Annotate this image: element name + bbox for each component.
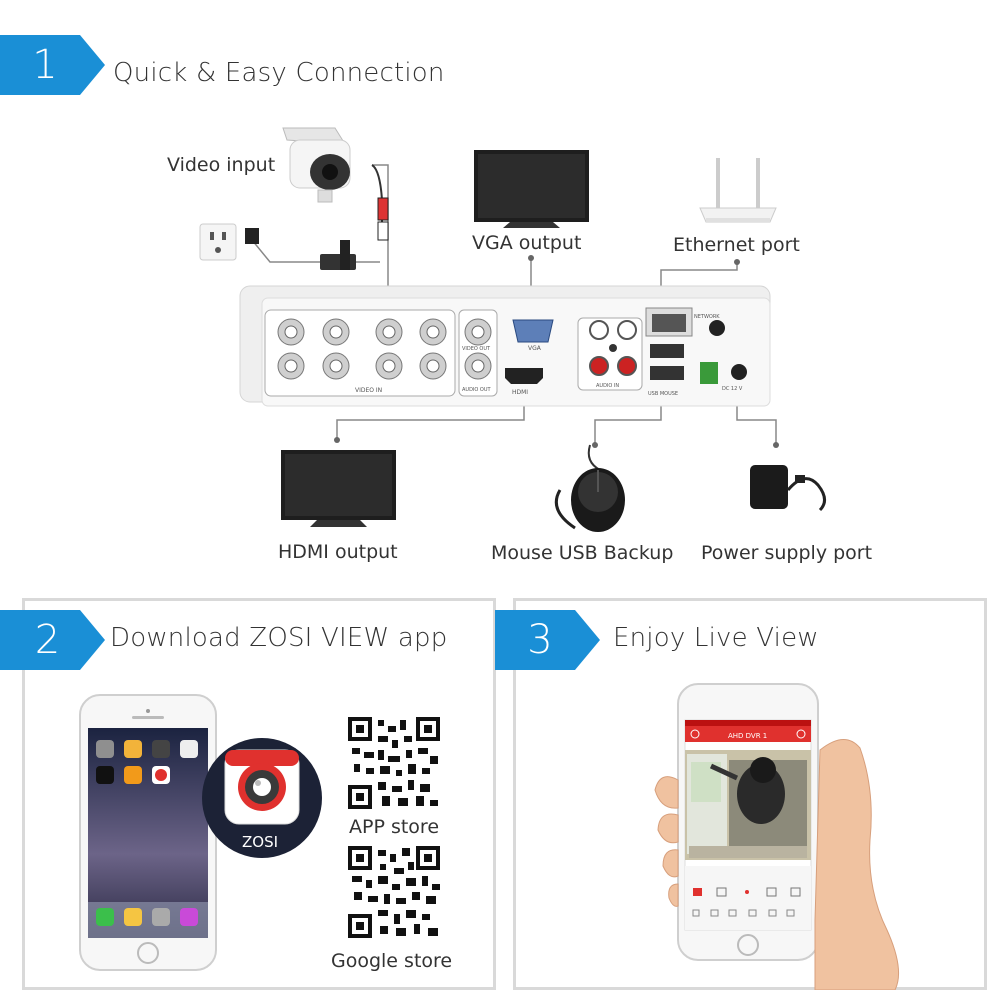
hdmi-monitor-icon <box>281 450 396 527</box>
panel-text-hdmi: HDMI <box>512 389 528 396</box>
live-view-illustration: AHD DVR 1 <box>654 683 900 990</box>
step-1-title: Quick & Easy Connection <box>113 58 445 88</box>
dvr-recorder: VIDEO IN VIDEO OUT AUDIO OUT VGA HDMI AU… <box>239 285 771 407</box>
panel-text-vga: VGA <box>528 345 542 352</box>
phone-app-illustration: ZOSI <box>79 694 440 971</box>
label-vga-output: VGA output <box>472 232 582 254</box>
step-2-title: Download ZOSI VIEW app <box>110 623 448 653</box>
label-power-supply-port: Power supply port <box>701 542 873 564</box>
step-2-number: 2 <box>34 617 61 663</box>
step-3-title: Enjoy Live View <box>613 623 819 653</box>
zosi-badge-text: ZOSI <box>242 833 278 851</box>
smartphone-icon <box>79 694 217 971</box>
step-3-number: 3 <box>527 617 553 663</box>
label-video-input: Video input <box>167 154 276 176</box>
vga-monitor-icon <box>474 150 589 228</box>
step-3-badge: 3 <box>495 610 600 670</box>
step-3-badge-shape <box>495 610 600 670</box>
power-adapter-cable <box>251 239 380 263</box>
panel-text-audio-out: AUDIO OUT <box>462 387 492 393</box>
step-1-badge-shape <box>0 35 105 95</box>
qr-code-app-store <box>348 717 440 809</box>
router-icon <box>699 158 777 223</box>
mouse-icon <box>554 444 625 532</box>
step-2-badge-shape <box>0 610 105 670</box>
label-app-store: APP store <box>349 816 440 838</box>
panel-text-network: NETWORK <box>694 314 720 320</box>
phone-app-title: AHD DVR 1 <box>728 732 767 740</box>
connection-diagram: VIDEO IN VIDEO OUT AUDIO OUT VGA HDMI AU… <box>199 127 826 532</box>
panel-text-dc: DC 12 V <box>722 386 743 392</box>
panel-text-usb: USB MOUSE <box>648 391 678 397</box>
panel-text-video-in: VIDEO IN <box>355 387 382 394</box>
step-1-badge: 1 <box>0 35 105 95</box>
smartphone-live-view-icon: AHD DVR 1 <box>677 683 819 961</box>
hand-holding-phone <box>654 739 900 990</box>
bullet-camera-icon <box>282 127 351 203</box>
label-ethernet-port: Ethernet port <box>673 234 800 256</box>
panel-text-audio-in: AUDIO IN <box>596 383 619 389</box>
zosi-app-icon <box>202 738 322 858</box>
wall-outlet-icon <box>199 223 237 261</box>
step-2-badge: 2 <box>0 610 105 670</box>
line-hdmi <box>336 395 525 440</box>
label-mouse-usb-backup: Mouse USB Backup <box>491 542 674 564</box>
panel-text-video-out: VIDEO OUT <box>462 346 491 352</box>
qr-code-google-store <box>348 846 440 938</box>
label-google-store: Google store <box>331 950 453 972</box>
power-adapter-icon <box>750 465 826 512</box>
label-hdmi-output: HDMI output <box>278 541 398 563</box>
line-video-input <box>372 164 389 300</box>
step-1-number: 1 <box>32 42 58 88</box>
